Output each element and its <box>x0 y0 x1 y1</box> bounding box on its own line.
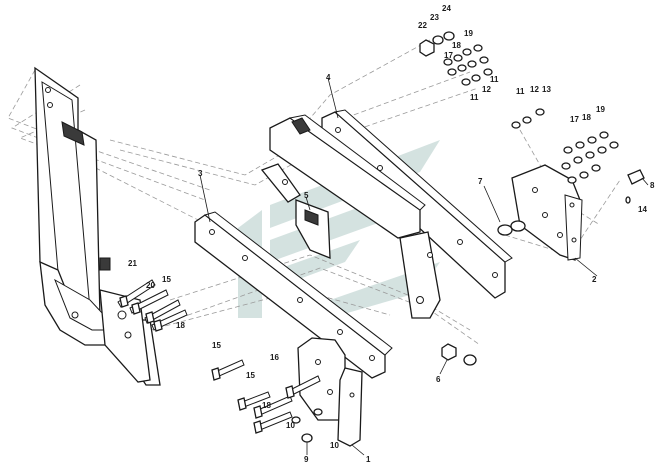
callout-15-mid: 15 <box>212 341 221 350</box>
callout-18-top: 18 <box>452 41 461 50</box>
callout-11-mid: 11 <box>470 93 479 102</box>
part-2-side-plate <box>511 164 583 261</box>
callout-8: 8 <box>650 181 655 190</box>
callout-5: 5 <box>304 191 309 200</box>
callout-17-right: 17 <box>570 115 579 124</box>
part-8-pin <box>627 169 645 185</box>
callout-10-left: 10 <box>286 421 295 430</box>
top-right-hardware <box>419 31 493 86</box>
left-bolts-group <box>117 279 188 332</box>
part-6-nuts <box>441 343 477 366</box>
callout-10-right: 10 <box>330 441 339 450</box>
callout-22: 22 <box>418 21 427 30</box>
callout-16: 16 <box>270 353 279 362</box>
callout-12-right: 12 <box>530 85 539 94</box>
callout-19-right: 19 <box>596 105 605 114</box>
plough-post <box>34 66 161 386</box>
callout-2: 2 <box>592 275 597 284</box>
callout-7: 7 <box>478 177 483 186</box>
callout-18-bottom: 18 <box>262 401 271 410</box>
callout-21: 21 <box>128 259 137 268</box>
part-7-bushing <box>497 220 526 236</box>
callout-labels: 1 2 3 4 5 6 7 8 9 10 10 11 11 11 12 12 1… <box>128 4 655 464</box>
callout-20: 20 <box>146 281 155 290</box>
right-side-washers <box>511 108 619 184</box>
frame-crossbar <box>260 114 441 319</box>
leader-lines <box>199 77 649 456</box>
callout-15-left: 15 <box>162 275 171 284</box>
callout-14: 14 <box>638 205 647 214</box>
callout-6: 6 <box>436 375 441 384</box>
callout-19-top: 19 <box>464 29 473 38</box>
callout-17-top: 17 <box>444 51 453 60</box>
callout-11-right: 11 <box>516 87 525 96</box>
part-14-clip <box>625 196 631 204</box>
callout-12-top: 12 <box>482 85 491 94</box>
callout-4: 4 <box>326 73 331 82</box>
callout-11-top: 11 <box>490 75 499 84</box>
callout-9: 9 <box>304 455 309 464</box>
callout-3: 3 <box>198 169 203 178</box>
callout-15-bottom: 15 <box>246 371 255 380</box>
callout-18-right: 18 <box>582 113 591 122</box>
callout-24: 24 <box>442 4 451 13</box>
part-3-lower-beam <box>194 211 393 379</box>
callout-1: 1 <box>366 455 371 464</box>
part-1-mount-plate <box>297 337 363 447</box>
callout-18-left: 18 <box>176 321 185 330</box>
callout-23: 23 <box>430 13 439 22</box>
bottom-bolts-group <box>211 359 323 443</box>
callout-13: 13 <box>542 85 551 94</box>
